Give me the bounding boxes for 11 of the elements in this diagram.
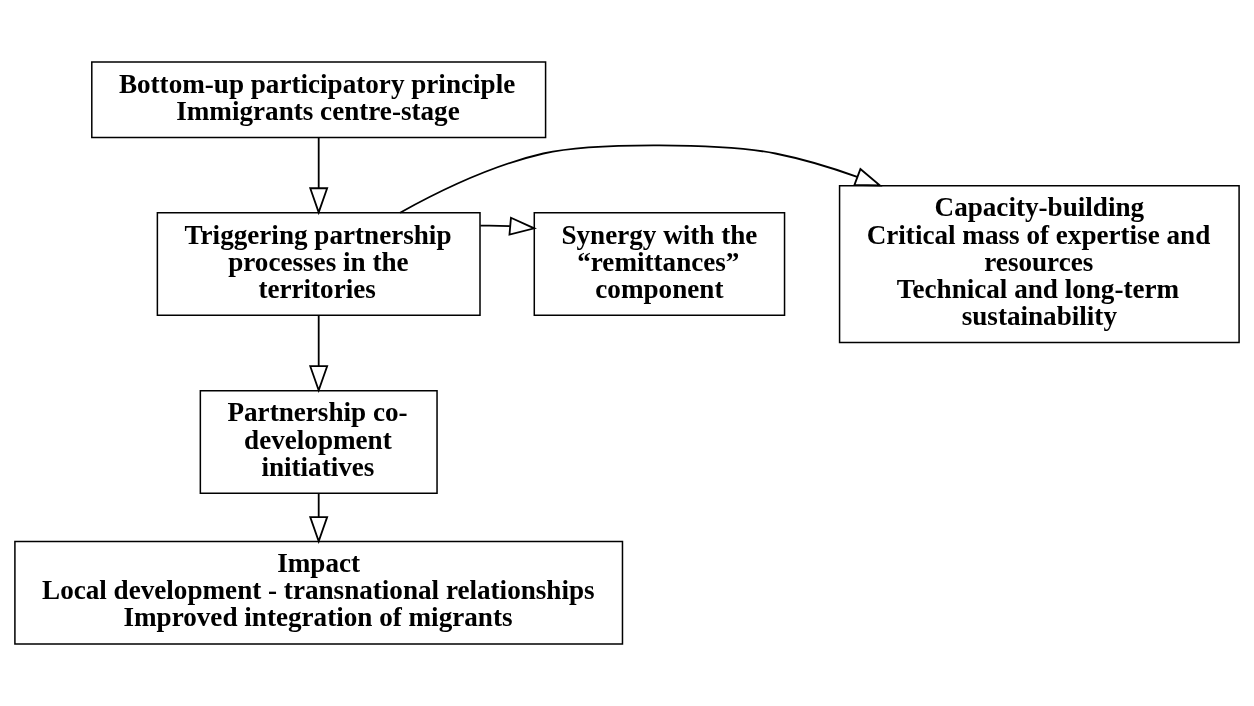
node-box: Impact Local development - transnational relationships Improved integration of migrants bbox=[14, 540, 624, 645]
node-box: Synergy with the “remittances” component bbox=[533, 212, 786, 317]
arrow bbox=[399, 144, 883, 214]
node-box: Capacity-building Critical mass of expertise and resources Technical and long-term sustainability bbox=[838, 184, 1240, 344]
arrow bbox=[308, 492, 329, 544]
arrow bbox=[308, 136, 329, 216]
arrow bbox=[308, 314, 329, 394]
node-box: Triggering partnership processes in the territories bbox=[156, 212, 481, 317]
node-box: Partnership co-development initiatives bbox=[199, 389, 438, 494]
arrow bbox=[479, 216, 537, 236]
node-box: Bottom-up participatory principle Immigrants centre-stage bbox=[91, 61, 547, 139]
